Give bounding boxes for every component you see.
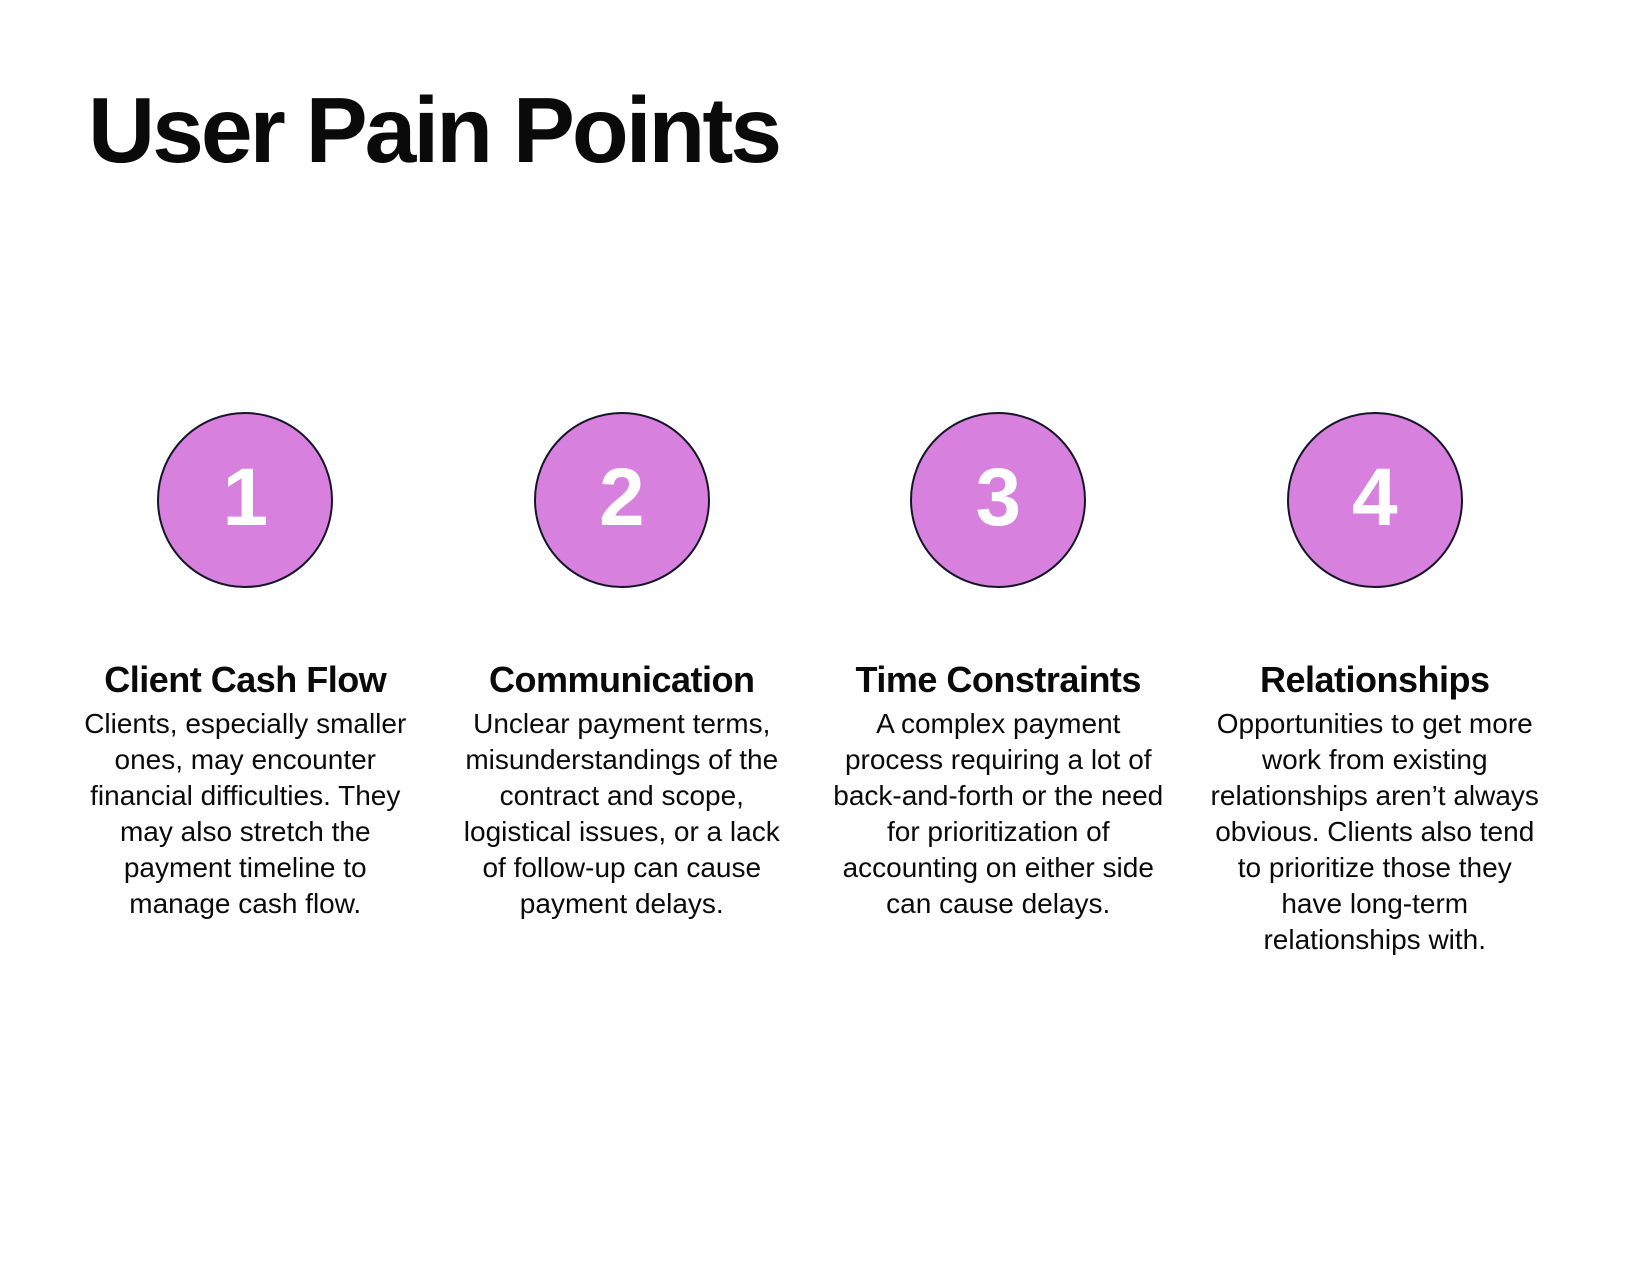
step-number-3: 3 — [975, 452, 1022, 543]
pain-point-column-4: 4 Relationships Opportunities to get mor… — [1205, 412, 1546, 958]
pain-point-description-4: Opportunities to get more work from exis… — [1210, 708, 1539, 956]
pain-point-heading-1: Client Cash Flow — [104, 659, 387, 700]
step-circle-3: 3 — [910, 412, 1087, 588]
slide: User Pain Points 1 Client Cash Flow Clie… — [0, 84, 1650, 1275]
step-number-1: 1 — [222, 452, 269, 543]
step-circle-2: 2 — [533, 412, 710, 588]
step-number-2: 2 — [598, 452, 645, 543]
pain-point-column-1: 1 Client Cash Flow Clients, especially s… — [75, 412, 416, 958]
pain-point-description-2: Unclear payment terms, misunderstandings… — [463, 708, 780, 920]
step-circle-1: 1 — [157, 412, 334, 588]
pain-point-description-3: A complex payment process requiring a lo… — [833, 708, 1164, 920]
pain-points-row: 1 Client Cash Flow Clients, especially s… — [75, 412, 1545, 958]
step-circle-4: 4 — [1286, 412, 1463, 588]
pain-point-column-2: 2 Communication Unclear payment terms, m… — [452, 412, 793, 958]
pain-point-heading-3: Time Constraints — [855, 659, 1142, 700]
pain-point-heading-4: Relationships — [1259, 659, 1490, 700]
pain-point-description-1: Clients, especially smaller ones, may en… — [84, 708, 407, 920]
page-title: User Pain Points — [88, 78, 782, 182]
pain-point-column-3: 3 Time Constraints A complex payment pro… — [828, 412, 1169, 958]
pain-point-heading-2: Communication — [488, 659, 755, 700]
step-number-4: 4 — [1351, 452, 1398, 543]
